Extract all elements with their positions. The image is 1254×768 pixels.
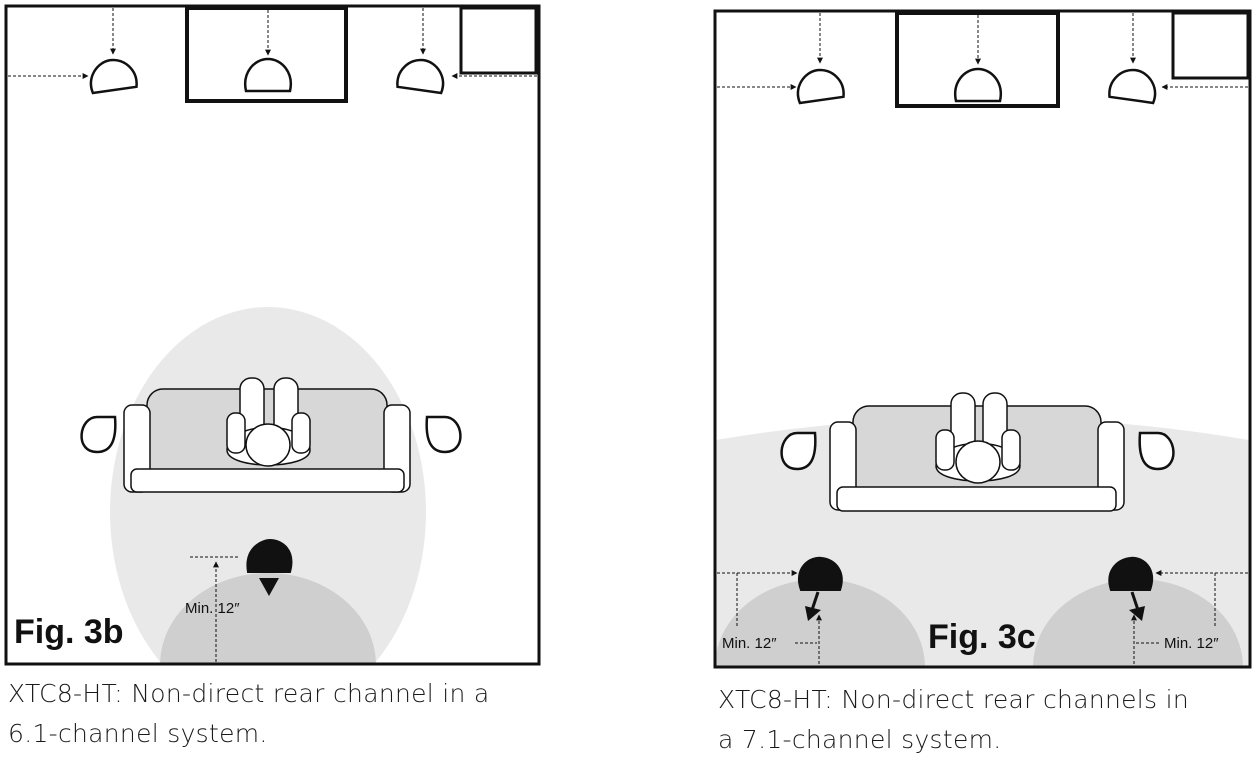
rear-left-speaker — [798, 556, 843, 591]
rear-dimension-guides — [190, 556, 240, 662]
side-right-speaker — [425, 415, 462, 454]
rear-right-direction-arrow — [1129, 606, 1145, 621]
front-right-speaker — [396, 58, 445, 95]
front-center-speaker — [243, 57, 293, 93]
front-left-speaker — [796, 68, 845, 105]
front-right-speaker — [1108, 68, 1157, 105]
figure-label: Fig. 3c — [928, 618, 1036, 656]
caption-line: 6.1-channel system. — [8, 719, 268, 748]
rear-left-direction-arrow — [805, 606, 821, 621]
rear-left-dispersion-zone — [716, 579, 925, 666]
rear-right-speaker — [1108, 556, 1153, 591]
rear-dimension-guides — [717, 570, 1248, 664]
caption-line: XTC8-HT: Non-direct rear channels in — [718, 685, 1189, 714]
caption-line: a 7.1-channel system. — [718, 725, 1002, 754]
placement-guides — [717, 13, 1248, 90]
front-center-speaker — [953, 67, 1003, 103]
figure-3c: Min. 12″ Min. 12″ Fig. 3c — [713, 9, 1252, 669]
rear-center-speaker — [246, 538, 293, 573]
caption-line: XTC8-HT: Non-direct rear channel in a — [8, 679, 490, 708]
rear-dimension-label: Min. 12″ — [185, 600, 240, 617]
rear-right-dimension-label: Min. 12″ — [1164, 635, 1219, 652]
rear-right-dispersion-zone — [1033, 579, 1243, 666]
rear-left-dimension-label: Min. 12″ — [722, 635, 777, 652]
tv-screen — [895, 11, 1060, 108]
side-left-speaker — [80, 415, 117, 454]
figure-3b-caption: XTC8-HT: Non-direct rear channel in a 6.… — [8, 674, 490, 754]
equipment-box — [459, 6, 538, 75]
side-right-speaker — [1138, 431, 1175, 471]
equipment-box — [1171, 11, 1250, 80]
side-left-speaker — [780, 431, 817, 471]
rear-left-direction — [810, 591, 820, 611]
rear-right-direction — [1130, 591, 1140, 611]
listener — [226, 377, 311, 467]
figure-3c-caption: XTC8-HT: Non-direct rear channels in a 7… — [718, 680, 1189, 760]
listener — [935, 392, 1021, 484]
figure-label: Fig. 3b — [14, 613, 124, 651]
tv-screen — [185, 6, 348, 103]
rear-dispersion-zone — [160, 573, 376, 663]
front-left-speaker — [89, 58, 138, 95]
figure-3b: Min. 12″ Fig. 3b — [4, 4, 541, 666]
rear-direction-arrow — [259, 578, 279, 596]
placement-guides — [8, 8, 537, 79]
